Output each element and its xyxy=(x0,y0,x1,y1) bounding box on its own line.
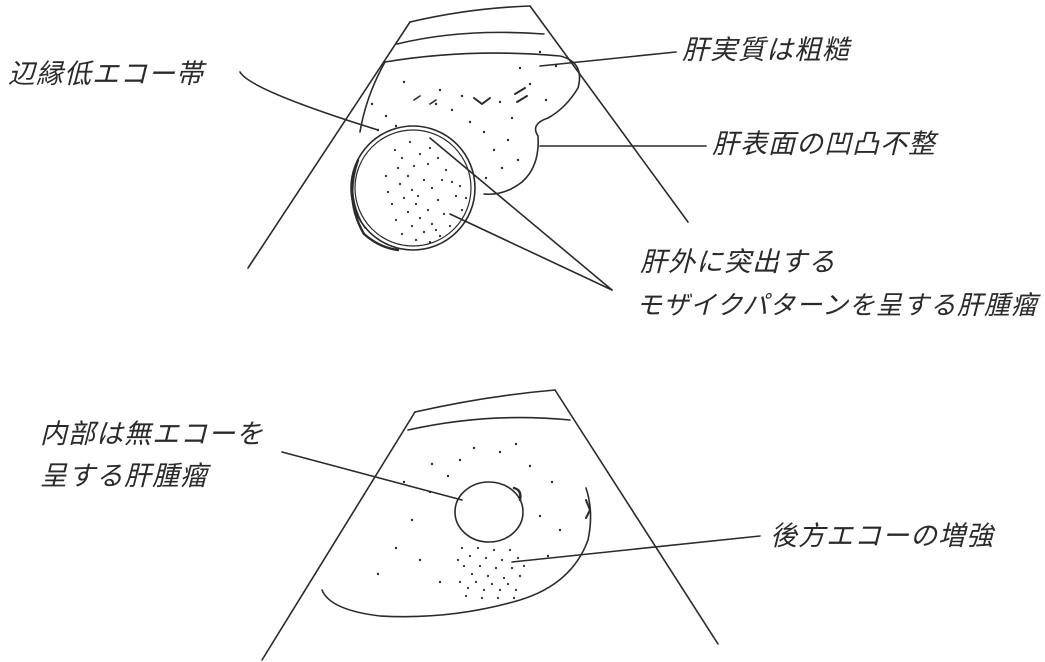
label-mosaic-tumor-line1: 肝外に突出する xyxy=(640,247,836,278)
top-leader-marginal-band xyxy=(239,71,379,131)
bottom-sector-top-arc xyxy=(414,389,556,413)
top-leader-rough-parenchyma xyxy=(539,51,677,67)
bottom-cyst-edge-mark xyxy=(512,486,522,502)
top-abdominal-wall xyxy=(396,31,545,45)
bottom-sector-right-edge xyxy=(554,389,719,645)
label-posterior-echo-enhancement: 後方エコーの増強 xyxy=(770,521,994,552)
label-rough-parenchyma: 肝実質は粗糙 xyxy=(682,35,850,66)
bottom-posterior-enhancement xyxy=(456,546,526,600)
bottom-abdominal-wall xyxy=(407,416,571,431)
label-marginal-low-echo-band: 辺縁低エコー帯 xyxy=(8,59,204,90)
top-tumor-mosaic-pattern xyxy=(384,140,468,244)
top-ultrasound-diagram xyxy=(239,5,707,291)
top-sector-right-edge xyxy=(529,5,689,223)
top-mosaic-tumor xyxy=(350,125,476,252)
bottom-liver-lower-border xyxy=(321,487,592,618)
bottom-sector-left-edge xyxy=(261,411,416,661)
label-anechoic-tumor-line1: 内部は無エコーを xyxy=(40,419,264,450)
bottom-anechoic-cyst xyxy=(454,481,524,543)
top-echo-mark-3 xyxy=(413,95,437,105)
top-leader-mosaic-2 xyxy=(449,213,613,291)
bottom-ultrasound-diagram xyxy=(261,389,761,661)
label-anechoic-tumor-line2: 呈する肝腫瘤 xyxy=(40,461,208,492)
bottom-liver-parenchyma xyxy=(376,442,562,584)
label-irregular-liver-surface: 肝表面の凹凸不整 xyxy=(712,129,936,160)
bottom-echo-mark xyxy=(585,499,591,519)
bottom-leader-posterior xyxy=(511,535,761,563)
bottom-leader-anechoic xyxy=(281,451,463,501)
top-echo-mark-2 xyxy=(514,87,528,103)
top-sector-left-edge xyxy=(247,21,411,269)
top-sector-top-arc xyxy=(409,5,531,23)
top-liver-outline xyxy=(384,52,581,196)
label-mosaic-tumor-line2: モザイクパターンを呈する肝腫瘤 xyxy=(636,291,1038,321)
top-leader-mosaic-1 xyxy=(429,137,613,291)
top-liver-left-border xyxy=(359,61,386,133)
top-echo-mark-1 xyxy=(473,97,491,105)
top-liver-parenchyma xyxy=(370,50,558,180)
